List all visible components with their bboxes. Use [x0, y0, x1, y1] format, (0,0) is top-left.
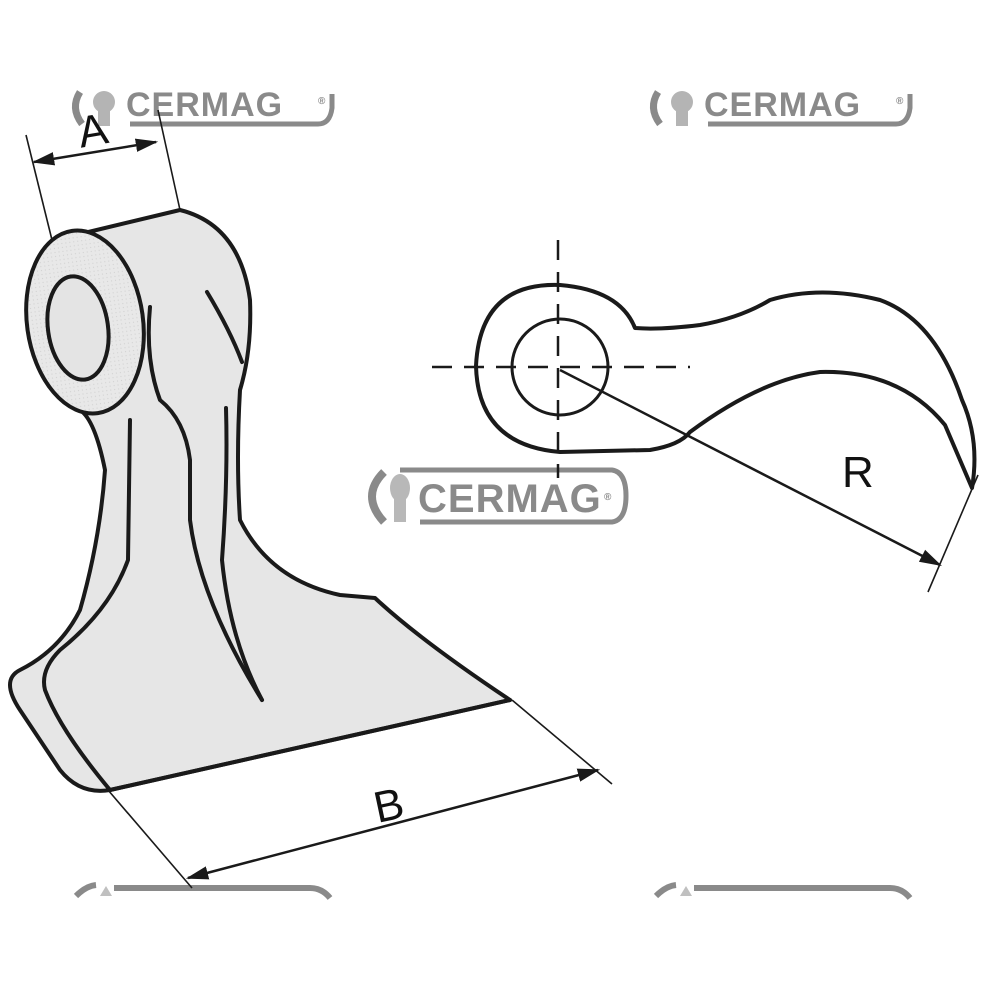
dimension-label-b: B	[369, 779, 408, 833]
wrench-leaf-icon	[671, 91, 693, 126]
watermark-bottom-right	[653, 882, 913, 900]
watermark-top-left: CERMAG ®	[72, 86, 335, 127]
registered-mark: ®	[318, 96, 326, 107]
dimension-b: B	[107, 699, 613, 889]
watermark-top-right: CERMAG ®	[650, 86, 913, 127]
watermark-text: CERMAG	[704, 86, 861, 124]
watermark-text: CERMAG	[126, 86, 283, 124]
dimension-label-r: R	[842, 448, 874, 497]
watermark-center: CERMAG ®	[368, 467, 629, 525]
registered-mark: ®	[604, 492, 612, 503]
registered-mark: ®	[896, 96, 904, 107]
hammer-blade-side-view: R	[432, 240, 979, 593]
wrench-leaf-icon	[680, 886, 692, 896]
hammer-blade-perspective-view	[8, 208, 512, 793]
wrench-leaf-icon	[390, 474, 410, 522]
watermark-bottom-left	[73, 882, 333, 900]
watermark-text: CERMAG	[418, 477, 602, 521]
wrench-leaf-icon	[93, 91, 115, 126]
wrench-leaf-icon	[100, 886, 112, 896]
